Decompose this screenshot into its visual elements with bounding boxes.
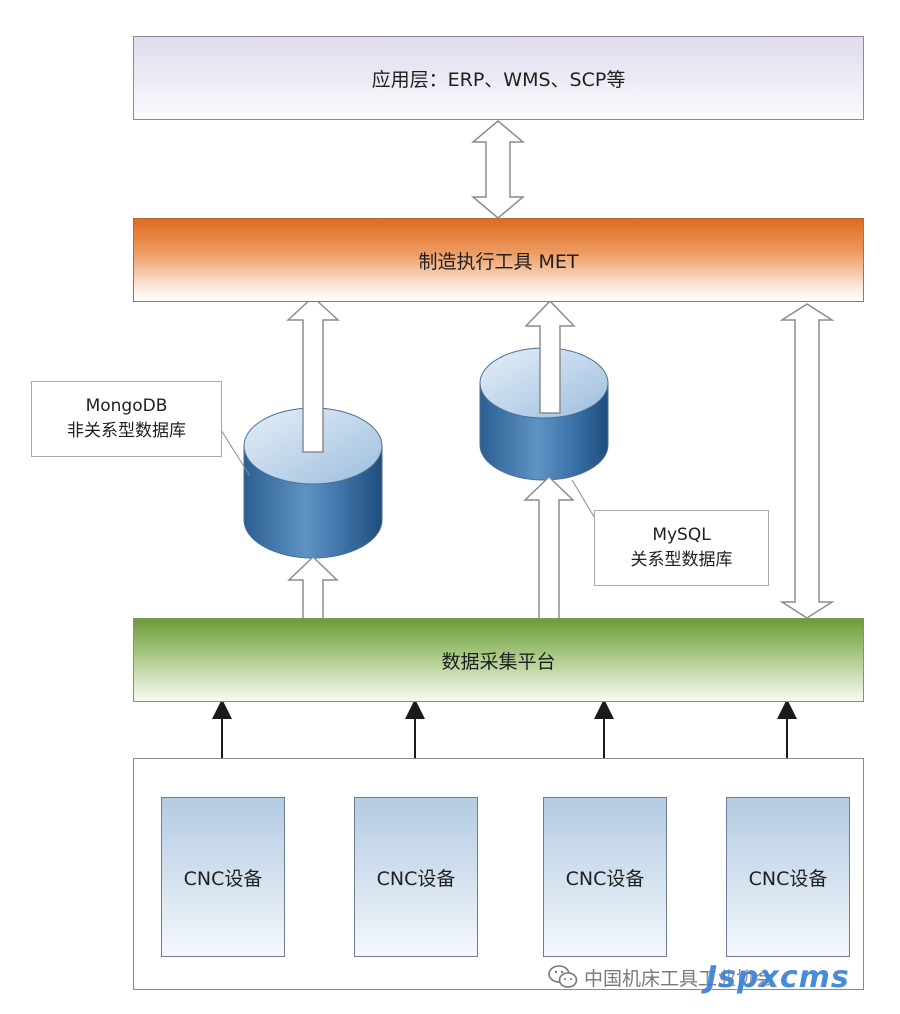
wechat-icon: [548, 965, 578, 988]
double-arrow-dc-met: [779, 303, 835, 619]
watermark-text: 中国机床工具工业协会: [584, 967, 775, 990]
cnc-device-3: CNC设备: [543, 797, 667, 957]
application-layer-box: 应用层：ERP、WMS、SCP等: [133, 36, 864, 120]
arrow-mongodb-to-met: [286, 295, 340, 453]
cnc-device-label: CNC设备: [376, 867, 456, 890]
mongodb-callout-pointer: [220, 429, 251, 477]
watermark-logo: Jspxcms: [706, 960, 850, 995]
mongodb-type: 非关系型数据库: [67, 421, 186, 441]
double-arrow-app-met: [470, 120, 526, 219]
mongodb-name: MongoDB: [85, 396, 168, 416]
met-layer-label: 制造执行工具 MET: [418, 250, 579, 273]
mysql-callout: MySQL 关系型数据库: [594, 510, 769, 586]
data-collection-layer-label: 数据采集平台: [441, 650, 556, 673]
mysql-callout-pointer: [571, 479, 597, 521]
data-collection-layer-box: 数据采集平台: [133, 618, 864, 702]
arrow-mysql-to-met: [524, 299, 576, 414]
cnc-device-1: CNC设备: [161, 797, 285, 957]
arrow-dc-to-mysql: [523, 475, 575, 620]
mongodb-callout: MongoDB 非关系型数据库: [31, 381, 222, 457]
arrow-dc-to-mongodb: [287, 555, 339, 625]
cnc-device-label: CNC设备: [748, 867, 828, 890]
watermark: 中国机床工具工业协会 Jspxcms: [548, 960, 893, 995]
met-layer-box: 制造执行工具 MET: [133, 218, 864, 302]
mysql-name: MySQL: [652, 525, 711, 545]
mysql-type: 关系型数据库: [630, 550, 733, 570]
application-layer-label: 应用层：ERP、WMS、SCP等: [371, 68, 626, 91]
cnc-device-4: CNC设备: [726, 797, 850, 957]
cnc-device-label: CNC设备: [565, 867, 645, 890]
cnc-device-2: CNC设备: [354, 797, 478, 957]
cnc-device-label: CNC设备: [183, 867, 263, 890]
